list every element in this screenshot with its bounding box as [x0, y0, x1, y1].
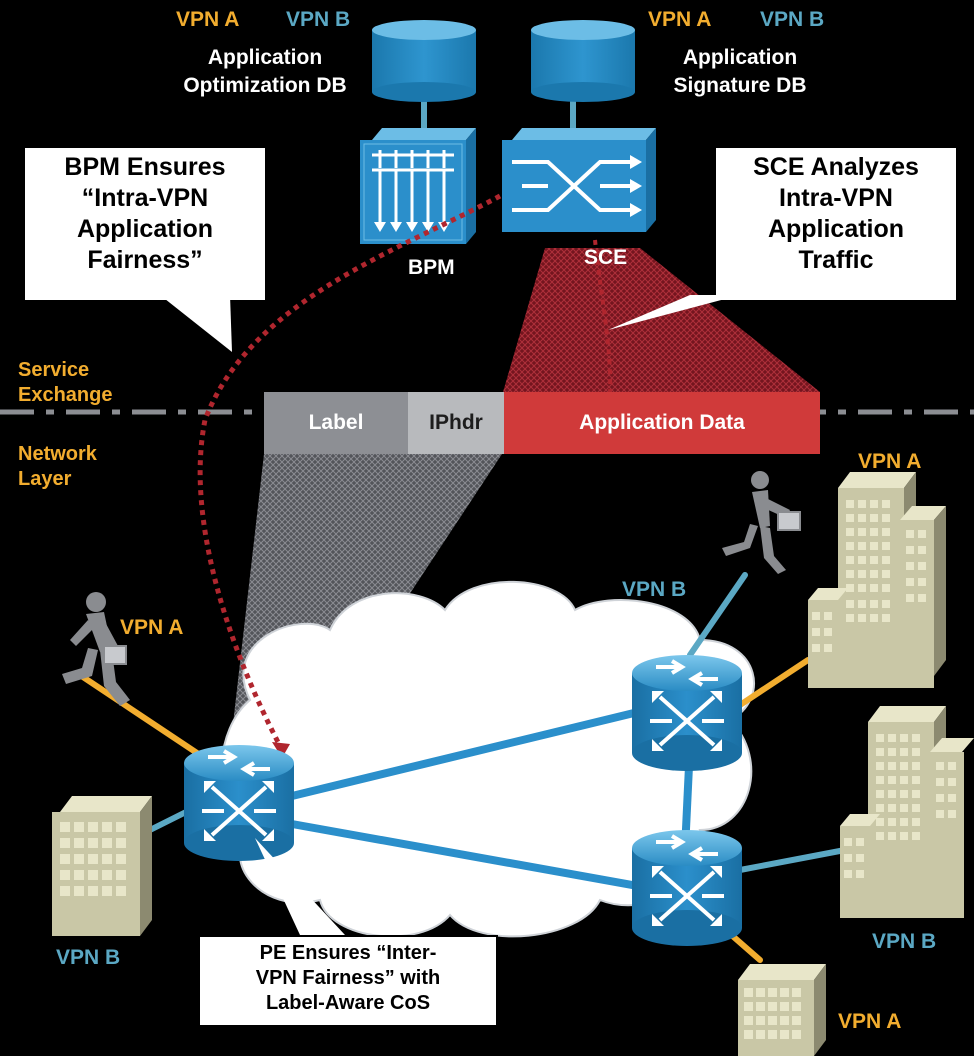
user-vpn-b-right-icon — [722, 471, 801, 574]
vpn-b-right-top-label: VPN B — [760, 8, 825, 31]
bpm-callout-tail — [160, 295, 232, 352]
building-vpn-a-right-top-icon — [808, 472, 946, 688]
pe-router-left-icon — [184, 745, 294, 861]
pe-top-right-label: PE — [586, 690, 613, 712]
bpm-callout: BPM Ensures “Intra-VPN Application Fairn… — [25, 148, 265, 300]
control-arrowhead — [272, 742, 290, 758]
optimization-db-label: Application Optimization DB — [183, 46, 347, 97]
pe-router-bottom-right-icon — [632, 830, 742, 946]
vpn-b-left-top-label: VPN B — [286, 8, 351, 31]
packet-label-field: Label — [264, 392, 408, 454]
bpm-icon — [360, 128, 476, 244]
pe-router-top-right-icon — [632, 655, 742, 771]
access-links — [77, 572, 848, 963]
packet-iphdr-field: IPhdr — [408, 392, 504, 454]
vpn-b-left-building-label: VPN B — [56, 946, 121, 969]
sce-callout: SCE Analyzes Intra-VPN Application Traff… — [716, 148, 956, 300]
bpm-control-path — [197, 193, 502, 748]
optimization-db-icon — [372, 20, 476, 102]
vpn-a-left-top-label: VPN A — [176, 8, 240, 31]
sce-analysis-beam — [503, 248, 820, 392]
building-vpn-b-right-icon — [840, 706, 974, 918]
vpn-a-left-user-label: VPN A — [120, 616, 184, 639]
vpn-a-bottom-building-label: VPN A — [838, 1010, 902, 1033]
sce-label: SCE — [584, 246, 628, 269]
bpm-label: BPM — [408, 256, 455, 279]
sce-icon — [502, 128, 656, 232]
building-vpn-b-left-icon — [52, 796, 152, 936]
service-exchange-label: Service Exchange — [18, 359, 113, 406]
signature-db-icon — [531, 20, 635, 102]
network-layer-label: Network Layer — [18, 443, 97, 490]
pe-callout: PE Ensures “Inter- VPN Fairness” with La… — [198, 935, 498, 1027]
pe-left-label: PE — [296, 848, 323, 870]
vpn-a-right-top-label: VPN A — [648, 8, 712, 31]
vpn-b-right-user-label: VPN B — [622, 578, 687, 601]
sce-callout-tail — [608, 295, 740, 330]
building-vpn-a-bottom-icon — [738, 964, 826, 1056]
signature-db-label: Application Signature DB — [673, 46, 807, 97]
vpn-b-right-building-label: VPN B — [872, 930, 937, 953]
pe-bottom-right-label: PE — [586, 844, 613, 866]
user-vpn-a-left-icon — [62, 592, 130, 706]
packet-app-data-field: Application Data — [504, 392, 820, 454]
pe-callout-tail — [255, 838, 345, 935]
vpn-a-right-top-building-label: VPN A — [858, 450, 922, 473]
